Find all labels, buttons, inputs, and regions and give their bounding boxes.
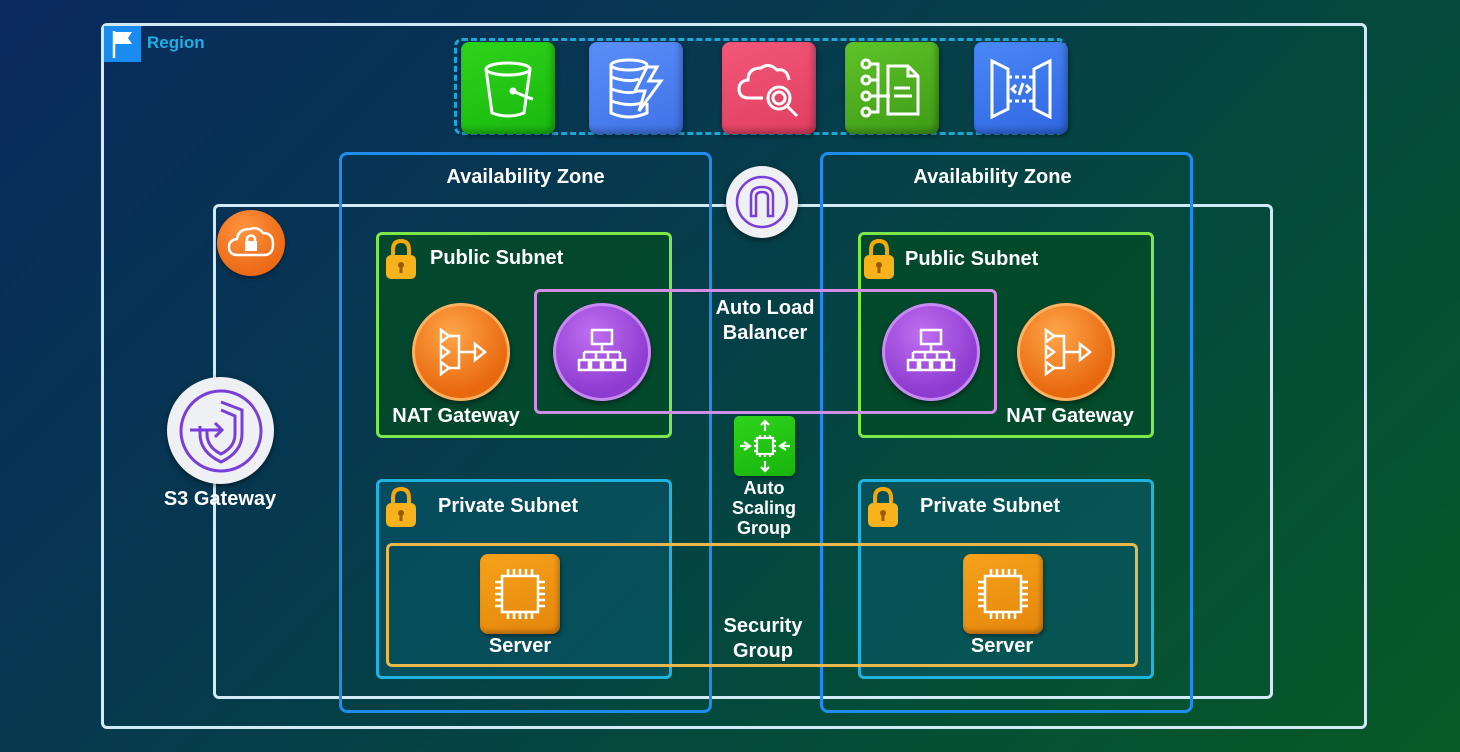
region-label: Region xyxy=(147,33,205,52)
cpu-chip-icon xyxy=(495,569,545,619)
s3-gateway-label: S3 Gateway xyxy=(163,488,277,510)
nat-gateway-2-label: NAT Gateway xyxy=(1006,405,1134,427)
document-flow-icon xyxy=(860,58,920,118)
bucket-icon xyxy=(484,61,534,118)
load-balancer-icon xyxy=(577,328,627,372)
internet-gateway[interactable] xyxy=(726,166,798,238)
cloud-search-icon xyxy=(737,63,799,118)
server-2-label: Server xyxy=(970,635,1034,657)
vpc-cloud-lock-icon xyxy=(217,210,285,276)
nat-gateway-2[interactable] xyxy=(1017,303,1115,401)
server-1[interactable] xyxy=(480,554,560,634)
load-balancer-group xyxy=(534,289,997,414)
load-balancer-label: Auto Load Balancer xyxy=(695,296,835,346)
public-subnet-2-label: Public Subnet xyxy=(905,248,1039,270)
lock-icon xyxy=(386,486,416,527)
service-step-functions[interactable] xyxy=(845,42,939,134)
availability-zone-1 xyxy=(339,152,712,713)
s3-gateway[interactable] xyxy=(167,377,274,484)
auto-scaling-label: Auto Scaling Group xyxy=(714,478,814,538)
load-balancer-label-line2: Balancer xyxy=(722,322,808,344)
private-subnet-2-label: Private Subnet xyxy=(920,495,1061,517)
load-balancer-2[interactable] xyxy=(882,303,980,401)
nat-gateway-icon xyxy=(1044,327,1093,377)
auto-scaling-label-line1: Auto xyxy=(743,478,785,498)
lock-icon xyxy=(868,486,898,527)
service-cloud-search[interactable] xyxy=(722,42,816,134)
server-2[interactable] xyxy=(963,554,1043,634)
internet-gateway-icon xyxy=(735,175,789,229)
nat-gateway-1-label: NAT Gateway xyxy=(392,405,520,427)
lock-icon xyxy=(386,238,416,279)
load-balancer-1[interactable] xyxy=(553,303,651,401)
auto-scaling-group[interactable] xyxy=(734,416,795,476)
service-api-gateway[interactable] xyxy=(974,42,1068,134)
server-1-label: Server xyxy=(488,635,552,657)
auto-scaling-icon xyxy=(739,419,790,473)
public-subnet-1-label: Public Subnet xyxy=(430,247,564,269)
nat-gateway-icon xyxy=(439,327,488,377)
cpu-chip-icon xyxy=(978,569,1028,619)
nat-gateway-1[interactable] xyxy=(412,303,510,401)
service-s3-bucket[interactable] xyxy=(461,42,555,134)
auto-scaling-label-line3: Group xyxy=(737,518,791,538)
database-lightning-icon xyxy=(609,58,664,119)
security-group xyxy=(386,543,1138,667)
security-group-label-line1: Security xyxy=(723,615,803,637)
private-subnet-1-label: Private Subnet xyxy=(438,495,579,517)
region-flag-icon xyxy=(104,26,141,62)
service-dynamodb[interactable] xyxy=(589,42,683,134)
lock-icon xyxy=(864,238,894,279)
availability-zone-1-label: Availability Zone xyxy=(446,166,605,188)
availability-zone-2-label: Availability Zone xyxy=(913,166,1072,188)
security-group-label-line2: Group xyxy=(733,640,793,662)
auto-scaling-label-line2: Scaling xyxy=(731,498,797,518)
load-balancer-label-line1: Auto Load xyxy=(715,297,815,319)
security-group-label: Security Group xyxy=(703,614,823,664)
s3-gateway-endpoint-icon xyxy=(179,389,262,472)
load-balancer-icon xyxy=(906,328,956,372)
api-gateway-icon xyxy=(990,58,1052,120)
region-boundary xyxy=(101,23,1367,729)
availability-zone-2 xyxy=(820,152,1193,713)
